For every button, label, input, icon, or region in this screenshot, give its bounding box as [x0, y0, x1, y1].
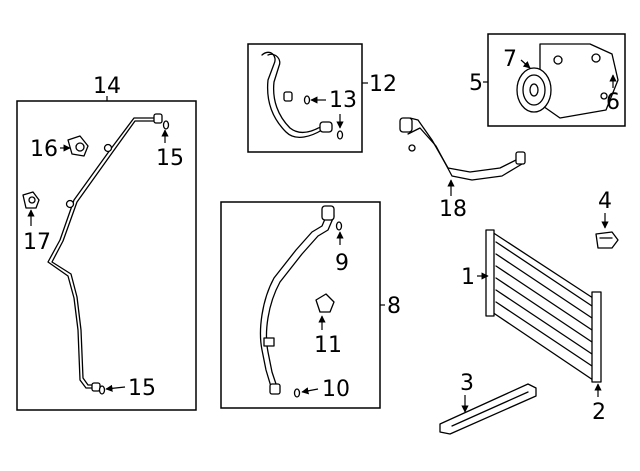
callout-5: 5: [469, 71, 483, 96]
group-8-frame: [220, 201, 381, 409]
callout-14: 14: [93, 74, 121, 99]
o-ring-13-b: [336, 130, 344, 140]
callout-10: 10: [322, 377, 350, 402]
discharge-hose-pipe: [259, 211, 329, 391]
receiver-drier-2: [591, 291, 602, 383]
callout-16: 16: [30, 137, 58, 162]
callout-17: 17: [23, 230, 51, 255]
condenser-left-tank: [485, 229, 495, 317]
o-ring-10: [293, 388, 301, 398]
callout-2: 2: [592, 400, 606, 425]
callout-3: 3: [460, 371, 474, 396]
callout-7: 7: [503, 47, 517, 72]
group-5-compressor: [483, 33, 626, 127]
callout-9: 9: [335, 251, 349, 276]
part-17-valve: [22, 191, 40, 209]
o-ring-9: [335, 221, 343, 231]
part-4-bracket: [595, 213, 619, 249]
part-1-condenser: [477, 229, 602, 397]
callout-18: 18: [439, 197, 467, 222]
part-11-valve: [315, 293, 335, 313]
part-16-valve: [67, 135, 89, 157]
callout-1: 1: [461, 265, 475, 290]
o-ring-15-top: [162, 120, 170, 130]
liquid-line-pipe: [47, 117, 157, 389]
callout-12: 12: [369, 72, 397, 97]
callout-15-bottom: 15: [128, 376, 156, 401]
callout-4: 4: [598, 189, 612, 214]
group-12-frame: [247, 43, 363, 153]
group-8-discharge-hose: [220, 201, 385, 409]
callout-8: 8: [387, 294, 401, 319]
part-3-bracket: [439, 383, 537, 435]
o-ring-15-bottom: [98, 385, 106, 395]
group-12-suction-hose: [247, 43, 368, 153]
callout-15-top: 15: [156, 146, 184, 171]
callout-11: 11: [314, 333, 342, 358]
callout-6: 6: [606, 90, 620, 115]
part-18-tube: [399, 117, 526, 196]
group-5-frame: [487, 33, 626, 127]
o-ring-13-a: [303, 95, 311, 105]
callout-13: 13: [329, 88, 357, 113]
group-14-liquid-line: [16, 96, 197, 411]
